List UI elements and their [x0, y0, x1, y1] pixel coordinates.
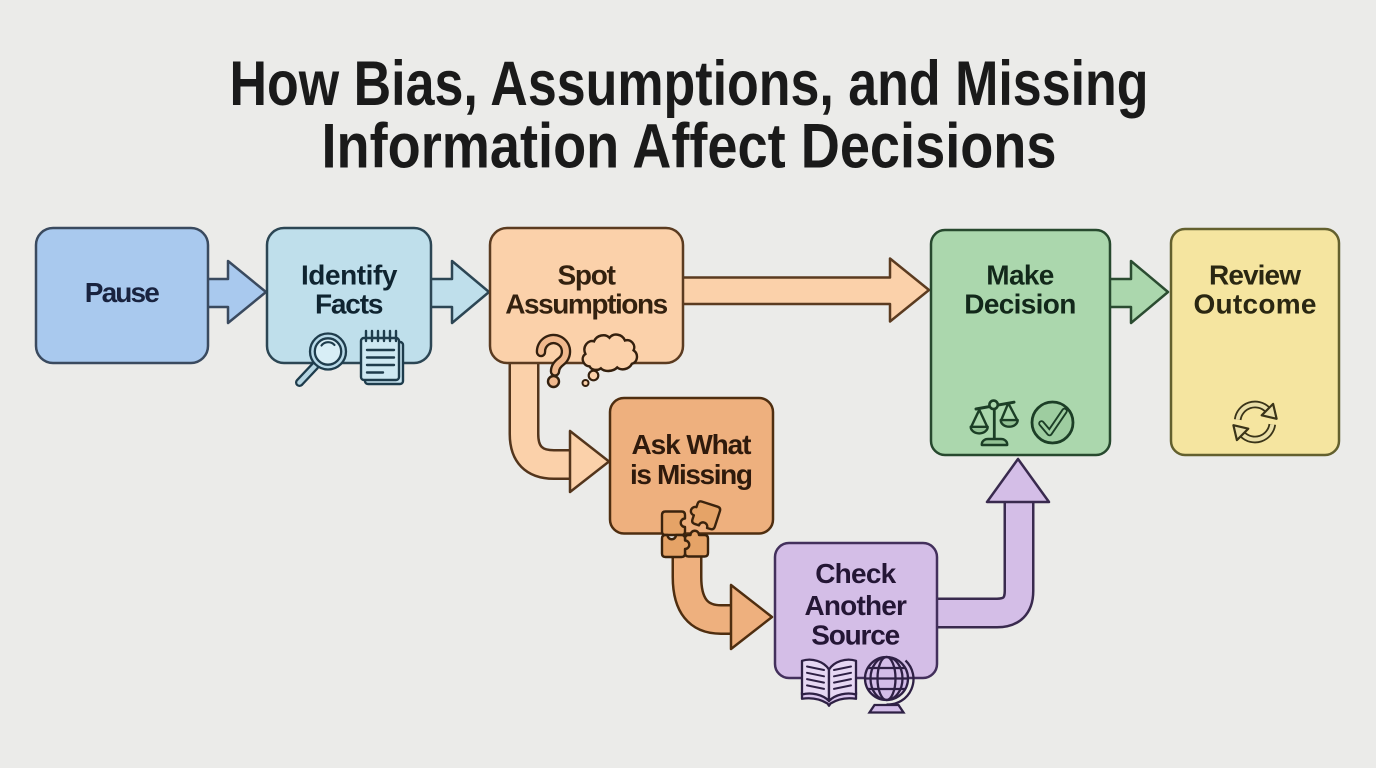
svg-text:Information Affect Decisions: Information Affect Decisions: [322, 112, 1057, 182]
svg-text:Review: Review: [1209, 260, 1301, 291]
svg-text:Check: Check: [815, 558, 896, 589]
svg-text:Assumptions: Assumptions: [505, 289, 668, 320]
svg-text:Spot: Spot: [557, 260, 616, 291]
svg-text:How Bias, Assumptions, and Mis: How Bias, Assumptions, and Missing: [230, 49, 1149, 119]
svg-text:Decision: Decision: [964, 289, 1076, 320]
svg-text:Another: Another: [804, 590, 907, 621]
svg-text:Ask What: Ask What: [632, 429, 752, 460]
svg-text:is Missing: is Missing: [630, 459, 753, 490]
svg-text:Pause: Pause: [85, 277, 160, 308]
svg-text:Outcome: Outcome: [1194, 289, 1317, 320]
svg-text:Facts: Facts: [315, 289, 384, 320]
svg-text:Identify: Identify: [301, 260, 398, 291]
svg-text:Source: Source: [811, 620, 900, 651]
svg-text:Make: Make: [986, 260, 1054, 291]
